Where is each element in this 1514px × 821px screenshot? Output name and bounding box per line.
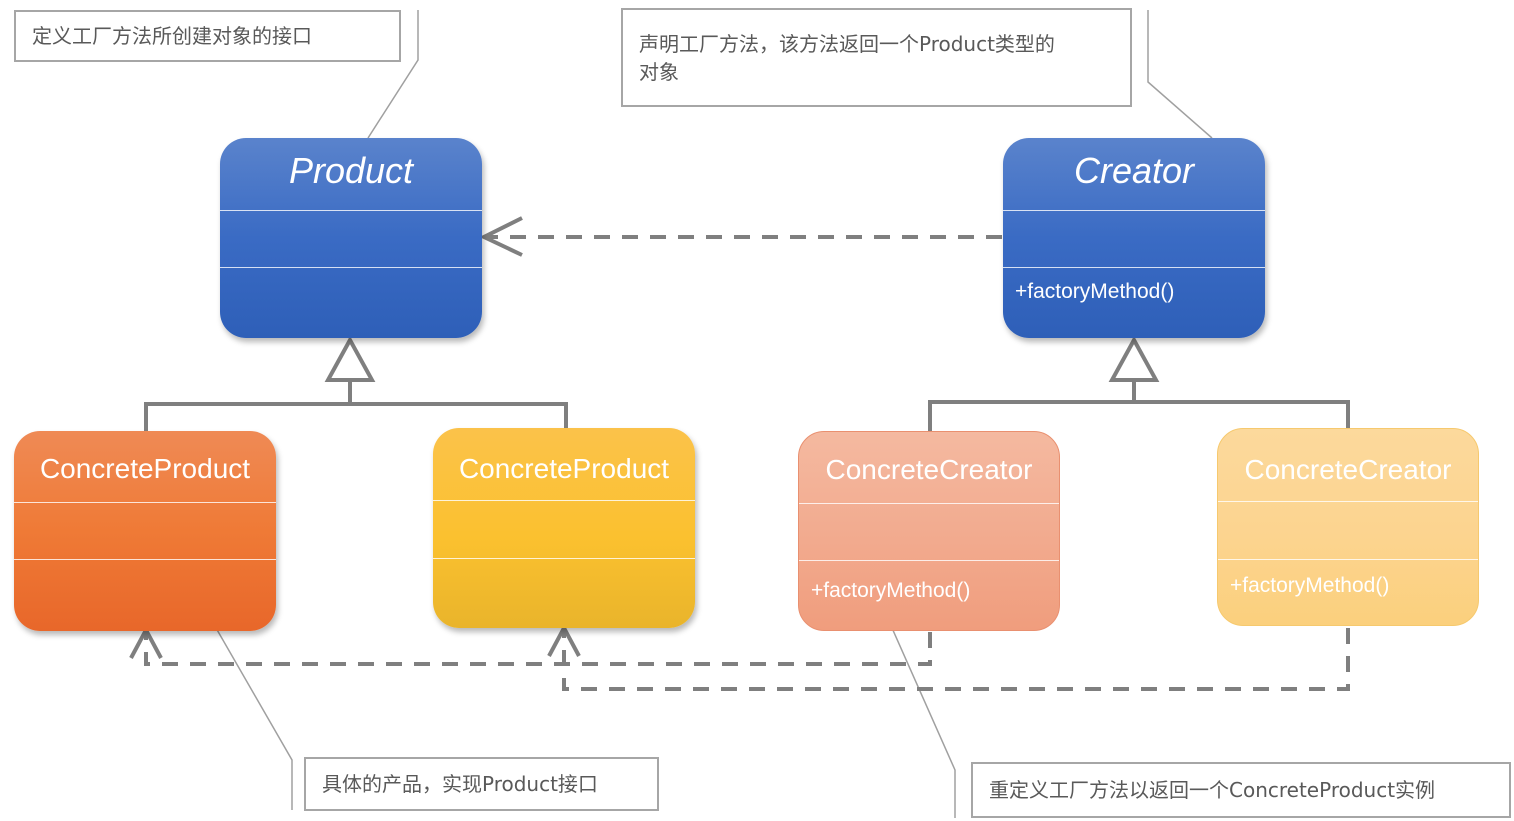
class-operation: +factoryMethod() bbox=[1015, 280, 1175, 303]
class-name: ConcreteProduct bbox=[39, 453, 251, 484]
class-name: ConcreteCreator bbox=[1244, 454, 1452, 485]
class-concrete-product-2[interactable]: ConcreteProduct bbox=[433, 428, 695, 628]
attributes-divider bbox=[799, 503, 1059, 504]
creator1-to-product1-dependency bbox=[144, 632, 932, 666]
product-note-text: 定义工厂方法所创建对象的接口 bbox=[32, 24, 312, 48]
class-operation: +factoryMethod() bbox=[1230, 574, 1390, 597]
class-concrete-product-1[interactable]: ConcreteProduct bbox=[14, 431, 276, 631]
dependency-lines bbox=[144, 235, 1350, 691]
generalization-lines bbox=[144, 335, 1350, 432]
attributes-divider bbox=[433, 500, 695, 501]
attributes-divider bbox=[220, 210, 482, 211]
concrete-creator-note-text: 重定义工厂方法以返回一个ConcreteProduct实例 bbox=[989, 778, 1436, 802]
creator-note-text-line2: 对象 bbox=[639, 60, 679, 84]
concrete-product2-open-arrowhead bbox=[547, 623, 581, 657]
creator2-to-product2-dependency bbox=[562, 628, 1350, 691]
concrete-product-note-anchor bbox=[215, 627, 293, 810]
product-note-anchor bbox=[367, 10, 419, 139]
class-concrete-creator-1[interactable]: ConcreteCreator +factoryMethod() bbox=[798, 431, 1060, 631]
class-name: ConcreteProduct bbox=[458, 453, 670, 484]
product-open-arrowhead bbox=[479, 216, 523, 257]
operations-divider bbox=[433, 558, 695, 559]
operations-divider bbox=[1003, 267, 1265, 268]
operations-divider bbox=[799, 560, 1059, 561]
concrete-product-note: 具体的产品，实现Product接口 bbox=[304, 757, 659, 811]
class-product[interactable]: Product bbox=[220, 138, 482, 338]
creator-inheritance-tree bbox=[928, 400, 1350, 432]
operations-divider bbox=[14, 559, 276, 560]
class-name: ConcreteCreator bbox=[825, 454, 1033, 485]
creator-note: 声明工厂方法，该方法返回一个Product类型的 对象 bbox=[621, 8, 1132, 107]
operations-divider bbox=[1218, 559, 1478, 560]
attributes-divider bbox=[1218, 501, 1478, 502]
attributes-divider bbox=[1003, 210, 1265, 211]
class-name: Product bbox=[288, 150, 414, 191]
product-generalization-arrow bbox=[324, 335, 376, 382]
product-inheritance-tree bbox=[144, 402, 568, 432]
concrete-product-note-text: 具体的产品，实现Product接口 bbox=[322, 772, 598, 796]
class-name: Creator bbox=[1073, 150, 1195, 191]
attributes-divider bbox=[14, 502, 276, 503]
product-note: 定义工厂方法所创建对象的接口 bbox=[14, 10, 401, 62]
note-anchors bbox=[215, 10, 1213, 818]
class-operation: +factoryMethod() bbox=[811, 579, 971, 602]
operations-divider bbox=[220, 267, 482, 268]
class-concrete-creator-2[interactable]: ConcreteCreator +factoryMethod() bbox=[1217, 428, 1479, 626]
class-creator[interactable]: Creator +factoryMethod() bbox=[1003, 138, 1265, 338]
concrete-creator-note-anchor bbox=[891, 627, 956, 818]
creator-note-anchor bbox=[1147, 10, 1213, 139]
creator-generalization-arrow bbox=[1108, 335, 1160, 382]
concrete-creator-note: 重定义工厂方法以返回一个ConcreteProduct实例 bbox=[971, 762, 1511, 818]
creator-note-text-line1: 声明工厂方法，该方法返回一个Product类型的 bbox=[639, 32, 1055, 56]
